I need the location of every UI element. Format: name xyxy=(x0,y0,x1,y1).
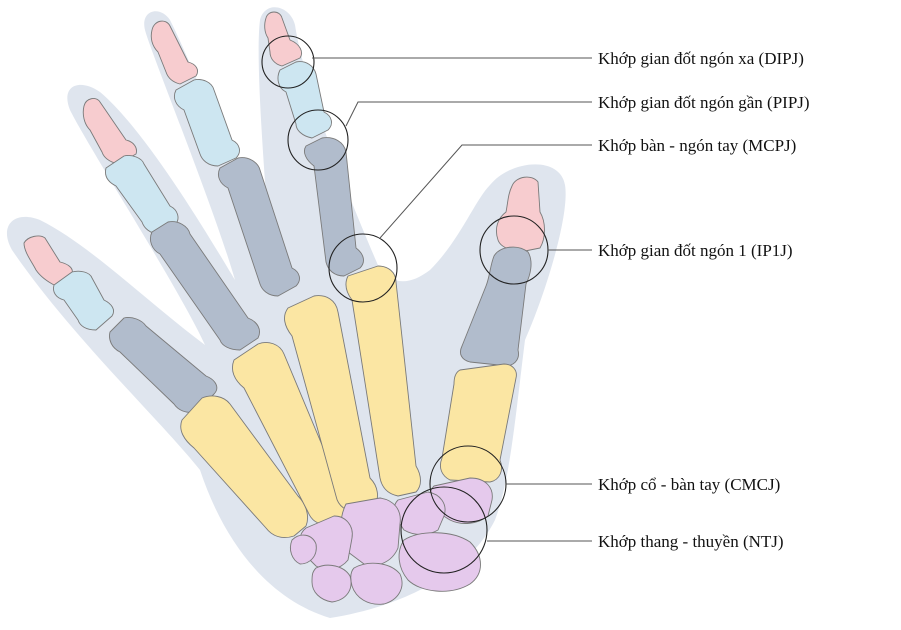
joint-labels: Khớp gian đốt ngón xa (DIPJ) Khớp gian đ… xyxy=(598,49,810,551)
label-dipj: Khớp gian đốt ngón xa (DIPJ) xyxy=(598,49,804,68)
label-ntj: Khớp thang - thuyền (NTJ) xyxy=(598,532,784,551)
pipj-leader xyxy=(346,102,592,126)
label-mcpj: Khớp bàn - ngón tay (MCPJ) xyxy=(598,136,796,155)
label-ip1j: Khớp gian đốt ngón 1 (IP1J) xyxy=(598,241,793,260)
label-cmcj: Khớp cổ - bàn tay (CMCJ) xyxy=(598,475,780,494)
label-pipj: Khớp gian đốt ngón gần (PIPJ) xyxy=(598,93,810,112)
carpal-scaphoid xyxy=(399,533,480,592)
